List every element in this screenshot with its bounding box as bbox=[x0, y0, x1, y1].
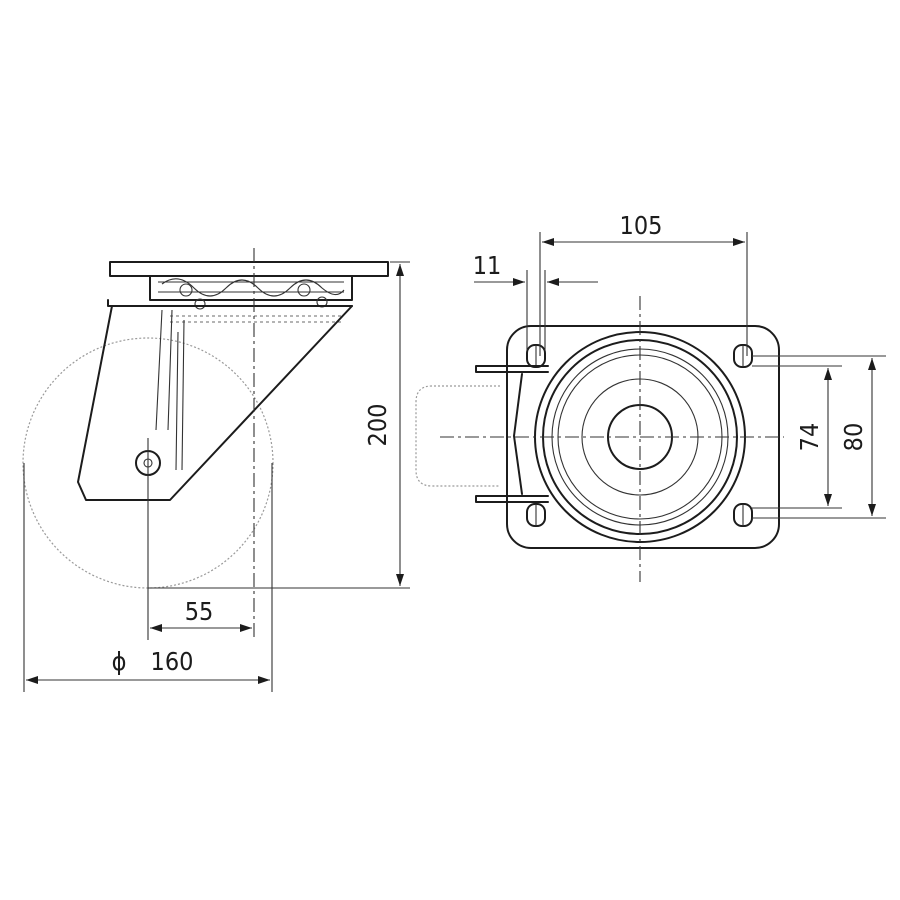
fork-arm bbox=[77, 305, 353, 501]
swivel-housing bbox=[149, 275, 353, 323]
dimension-wheel-diameter: ϕ 160 bbox=[26, 647, 270, 684]
dimension-plate-width: 80 bbox=[839, 358, 876, 516]
dimension-hole-label: 11 bbox=[473, 251, 502, 280]
dimension-offset-label: 55 bbox=[185, 597, 214, 626]
diameter-symbol: ϕ bbox=[112, 647, 127, 676]
dimension-top-width: 105 bbox=[542, 211, 745, 246]
dimension-height: 200 bbox=[363, 264, 404, 586]
dimension-offset: 55 bbox=[150, 597, 252, 632]
top-plate bbox=[109, 261, 389, 277]
bolt-slots bbox=[526, 344, 753, 527]
dimension-plate-width-label: 80 bbox=[839, 423, 868, 452]
top-view bbox=[415, 232, 886, 582]
dimension-hole-spacing: 74 bbox=[795, 368, 832, 506]
dimension-hole-spacing-label: 74 bbox=[795, 423, 824, 452]
dimension-wheel-diameter-label: 160 bbox=[151, 647, 194, 676]
dimension-hole: 11 bbox=[473, 251, 598, 286]
side-view bbox=[22, 248, 410, 692]
dimension-height-label: 200 bbox=[363, 404, 392, 447]
dimension-top-width-label: 105 bbox=[620, 211, 663, 240]
